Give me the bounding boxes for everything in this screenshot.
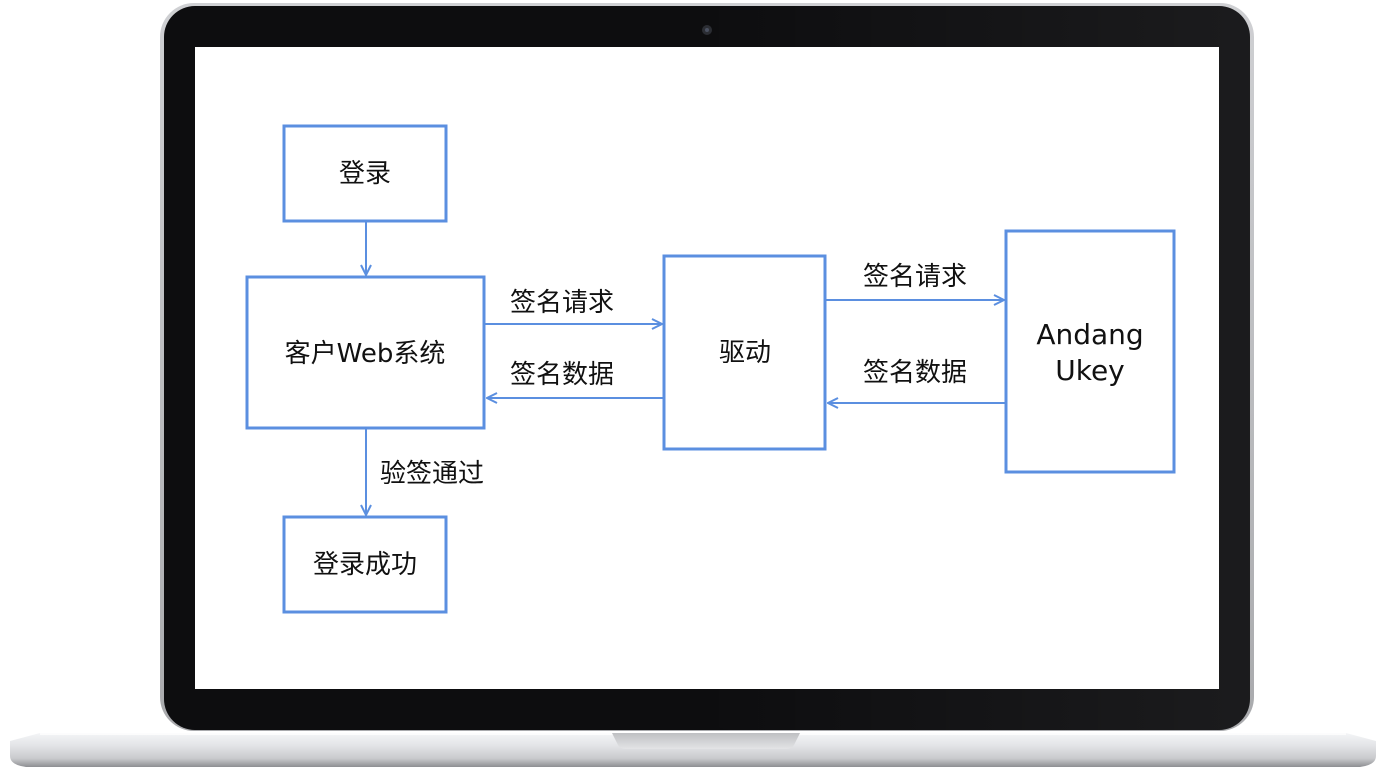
edge-driver-to-ukey-label: 签名请求 xyxy=(863,262,967,292)
node-web-system-box xyxy=(245,275,486,430)
node-web-system-label: 客户Web系统 xyxy=(285,339,446,369)
camera-lens xyxy=(705,28,709,32)
laptop-base xyxy=(10,733,1376,767)
node-login-success-box xyxy=(282,515,448,614)
base-notch xyxy=(612,733,800,749)
flow-arrows xyxy=(366,222,1005,515)
screen-area xyxy=(195,47,1219,689)
node-ukey-label-line1: Andang xyxy=(1036,318,1143,351)
edge-ukey-to-driver-label: 签名数据 xyxy=(863,358,967,388)
edge-web-to-driver-label: 签名请求 xyxy=(510,288,614,318)
flow-labels: 登录 客户Web系统 登录成功 驱动 Andang Ukey 验签通过 签名请求… xyxy=(285,159,1144,580)
node-login-success-label: 登录成功 xyxy=(313,550,417,580)
edge-verify-pass-label: 验签通过 xyxy=(380,459,484,489)
node-ukey-label-line2: Ukey xyxy=(1055,354,1125,387)
node-ukey-box xyxy=(1004,229,1176,474)
flow-diagram xyxy=(245,124,1176,614)
node-login-box xyxy=(282,124,448,223)
edge-driver-to-web-label: 签名数据 xyxy=(510,360,614,390)
node-driver-label: 驱动 xyxy=(719,338,771,368)
node-driver-box xyxy=(662,254,827,451)
node-login-label: 登录 xyxy=(339,159,391,189)
